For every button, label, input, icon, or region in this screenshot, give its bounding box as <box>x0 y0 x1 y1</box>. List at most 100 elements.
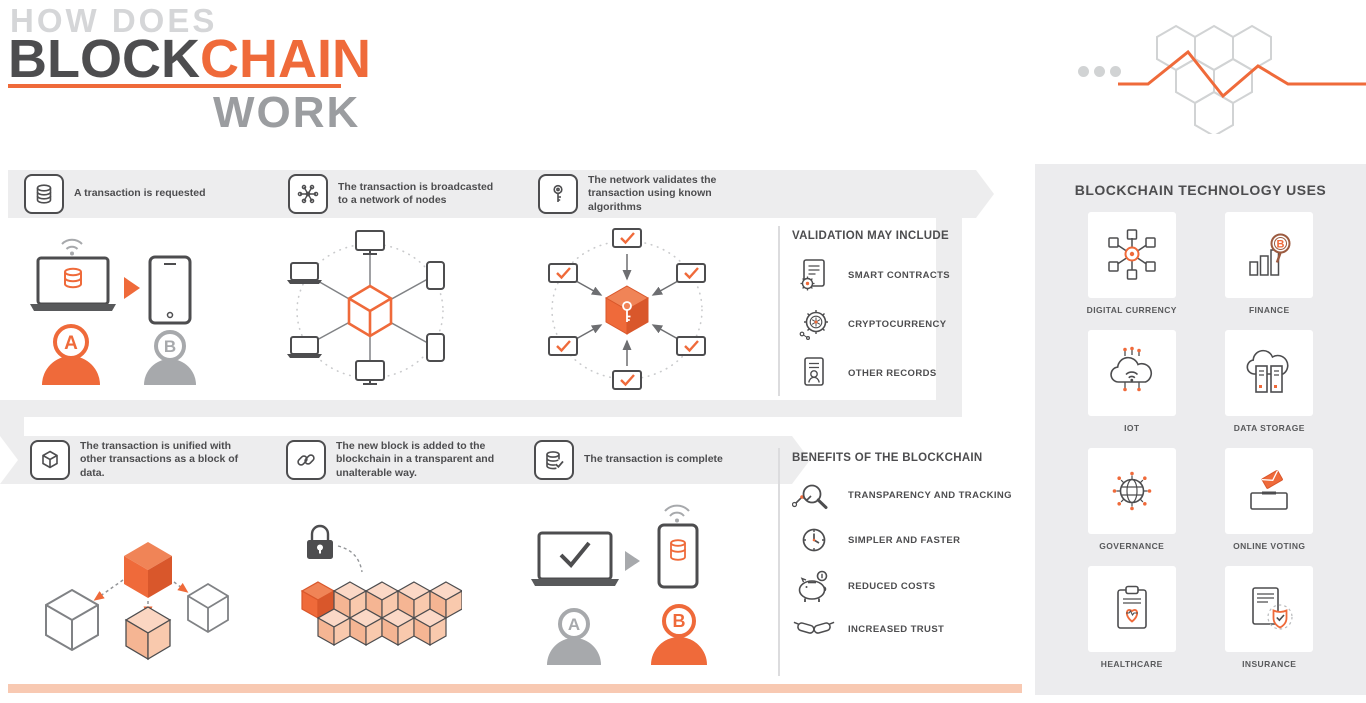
step-2-banner: The transaction is broadcasted to a netw… <box>258 170 560 218</box>
step-3-text: The network validates the transaction us… <box>588 174 717 213</box>
handshake-icon <box>792 616 836 642</box>
block-cube-icon <box>39 449 61 471</box>
person-b-body <box>651 637 707 665</box>
dot <box>1110 66 1121 77</box>
person-b-body <box>144 359 196 385</box>
subtitle-work: WORK <box>213 88 361 137</box>
person-b-label: B <box>164 337 176 356</box>
transaction-complete-icon <box>543 449 565 471</box>
benefit-item: INCREASED TRUST <box>792 616 1037 642</box>
transaction-complete-illustration: A B <box>531 504 707 665</box>
transaction-request-illustration: A B <box>30 238 196 385</box>
benefit-item-label: REDUCED COSTS <box>848 580 936 592</box>
person-a-label: A <box>64 333 78 354</box>
coin-letter: B <box>1277 239 1285 251</box>
online-voting-icon <box>1250 470 1289 510</box>
use-label: FINANCE <box>1248 305 1290 315</box>
use-label: ONLINE VOTING <box>1233 541 1306 551</box>
blockchain-wall-illustration <box>301 524 462 646</box>
flow-connector-left <box>0 417 24 436</box>
validation-panel: VALIDATION MAY INCLUDE SMART CONTRACTS <box>792 230 977 404</box>
uses-sidebar: BLOCKCHAIN TECHNOLOGY USES <box>1035 164 1366 695</box>
validation-network-illustration <box>548 228 706 390</box>
use-cell: DATA STORAGE <box>1225 330 1314 448</box>
use-label: IOT <box>1124 423 1140 433</box>
benefit-item: REDUCED COSTS <box>792 569 1037 603</box>
benefit-item-label: TRANSPARENCY AND TRACKING <box>848 489 1012 501</box>
use-cell: DIGITAL CURRENCY <box>1087 212 1177 330</box>
use-cell: IOT <box>1087 330 1176 448</box>
person-a-label: A <box>568 615 580 634</box>
step-6-banner: The transaction is complete <box>504 436 810 484</box>
digital-currency-icon <box>1108 229 1156 280</box>
padlock-icon <box>307 524 333 559</box>
use-card: B <box>1225 212 1314 298</box>
validation-item: SMART CONTRACTS <box>792 257 977 293</box>
person-b-label: B <box>673 611 686 631</box>
use-label: HEALTHCARE <box>1100 659 1163 669</box>
use-card <box>1087 330 1176 416</box>
use-cell: INSURANCE <box>1225 566 1314 684</box>
use-card <box>1087 212 1176 298</box>
piggy-bank-icon <box>792 569 836 603</box>
chain-link-icon <box>295 449 317 471</box>
step-1-banner: A transaction is requested <box>8 170 296 218</box>
use-card <box>1225 330 1314 416</box>
validation-item-label: CRYPTOCURRENCY <box>848 318 947 330</box>
key-icon <box>547 183 569 205</box>
block-of-data-illustration <box>45 542 229 661</box>
step-4-banner: The transaction is unified with other tr… <box>0 436 308 484</box>
flow-connector-horizontal <box>0 400 962 417</box>
page-title: BLOCKCHAIN <box>8 32 371 86</box>
benefit-item-label: INCREASED TRUST <box>848 623 945 635</box>
step-5-text: The new block is added to the blockchain… <box>336 440 495 479</box>
benefit-item-label: SIMPLER AND FASTER <box>848 534 961 546</box>
step-6-text: The transaction is complete <box>584 453 723 466</box>
dot <box>1078 66 1089 77</box>
title-underline <box>8 84 341 88</box>
title-chain: CHAIN <box>199 29 371 89</box>
validation-item: OTHER RECORDS <box>792 355 977 391</box>
use-cell: HEALTHCARE <box>1087 566 1176 684</box>
use-card <box>1225 448 1314 534</box>
use-cell: ONLINE VOTING <box>1225 448 1314 566</box>
kicker-title: HOW DOES <box>10 2 218 39</box>
use-cell: B FINANCE <box>1225 212 1314 330</box>
step-4-icon-box <box>30 440 70 480</box>
magnifier-tracking-icon <box>792 479 836 511</box>
data-storage-icon <box>1246 349 1289 393</box>
healthcare-icon <box>1116 585 1147 629</box>
finance-icon: B <box>1249 233 1291 276</box>
smart-contract-icon <box>792 257 836 293</box>
step-1-text: A transaction is requested <box>74 187 206 200</box>
records-document-icon <box>792 355 836 391</box>
step-5-banner: The new block is added to the blockchain… <box>256 436 556 484</box>
insurance-icon <box>1252 587 1293 630</box>
step-2-icon-box <box>288 174 328 214</box>
benefits-divider <box>778 448 780 676</box>
validation-items: SMART CONTRACTS CRYPTOCURRENCY <box>792 257 977 404</box>
step-3-banner: The network validates the transaction us… <box>508 170 994 218</box>
arrow-right-icon <box>124 277 140 299</box>
broadcast-network-icon <box>297 183 319 205</box>
hexagon-logo-icon <box>1118 24 1366 134</box>
validation-item-label: SMART CONTRACTS <box>848 269 951 281</box>
use-card <box>1087 566 1176 652</box>
validation-title: VALIDATION MAY INCLUDE <box>792 230 949 242</box>
uses-title: BLOCKCHAIN TECHNOLOGY USES <box>1074 182 1327 198</box>
person-a-body <box>547 638 601 665</box>
benefits-panel: BENEFITS OF THE BLOCKCHAIN TRANSPARENCY … <box>792 452 1037 655</box>
iot-icon <box>1110 346 1152 392</box>
governance-icon <box>1112 471 1152 511</box>
benefits-items: TRANSPARENCY AND TRACKING SIMPLER AND FA… <box>792 479 1037 655</box>
validation-item: CRYPTOCURRENCY <box>792 306 977 342</box>
arrow-right-icon <box>625 551 640 571</box>
benefits-title: BENEFITS OF THE BLOCKCHAIN <box>792 452 983 464</box>
title-block: BLOCK <box>8 29 200 89</box>
step-1-icon-box <box>24 174 64 214</box>
clock-icon <box>792 524 836 556</box>
broadcast-network-illustration <box>287 230 445 385</box>
benefit-item: SIMPLER AND FASTER <box>792 524 1037 556</box>
benefit-item: TRANSPARENCY AND TRACKING <box>792 479 1037 511</box>
use-card <box>1087 448 1176 534</box>
